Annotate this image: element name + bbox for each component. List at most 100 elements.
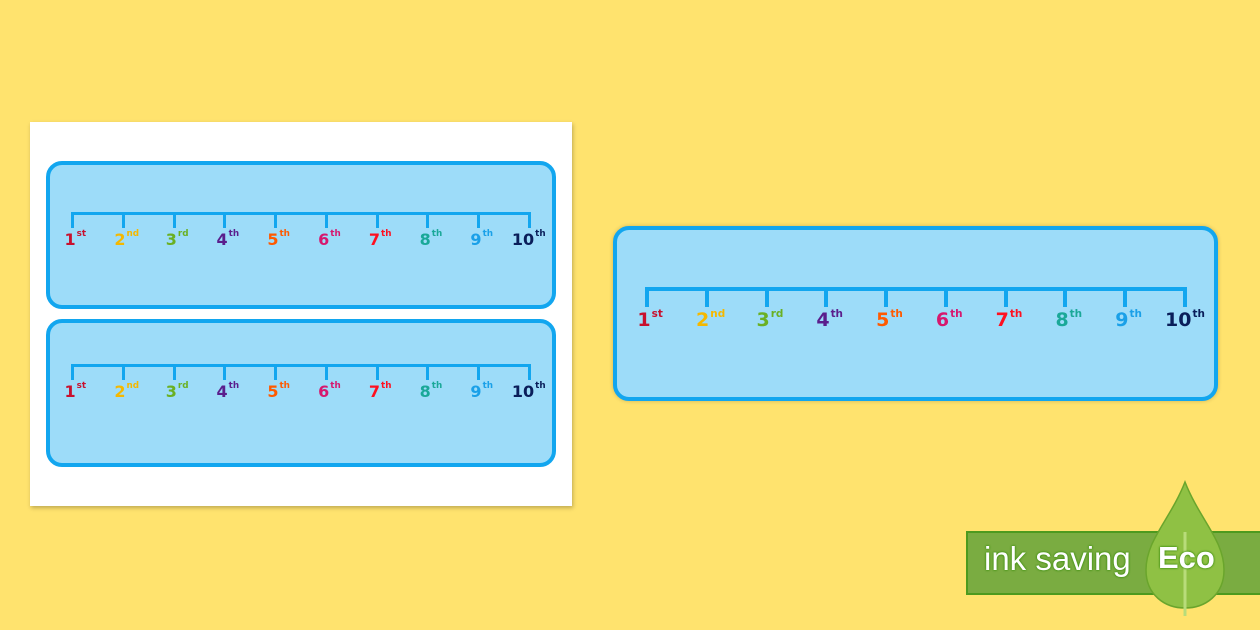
ordinal-number: 4 bbox=[216, 230, 228, 249]
ordinal-label-6: 6th bbox=[318, 381, 341, 401]
number-line-tick bbox=[375, 364, 379, 380]
number-line-tick bbox=[1003, 287, 1008, 307]
ordinal-number: 3 bbox=[165, 230, 177, 249]
number-line-tick bbox=[223, 212, 227, 228]
ordinal-number: 6 bbox=[935, 309, 950, 331]
ordinal-label-8: 8th bbox=[1055, 307, 1083, 331]
ordinal-suffix: th bbox=[1069, 307, 1083, 320]
leaf-icon bbox=[1145, 480, 1225, 616]
ordinal-suffix: th bbox=[330, 381, 341, 392]
ordinal-label-1: 1st bbox=[637, 307, 663, 331]
ordinal-suffix: th bbox=[228, 229, 240, 240]
ordinal-label-9: 9th bbox=[470, 381, 494, 401]
ink-saving-label: ink saving bbox=[984, 540, 1131, 577]
ordinal-suffix: th bbox=[890, 307, 903, 320]
ordinal-label-4: 4th bbox=[216, 381, 240, 401]
number-line-tick bbox=[528, 212, 531, 228]
ordinal-number: 3 bbox=[756, 309, 770, 331]
ordinal-label-6: 6th bbox=[935, 307, 963, 331]
ordinal-suffix: th bbox=[381, 229, 392, 240]
ordinal-label-7: 7th bbox=[368, 381, 392, 401]
ordinal-suffix: th bbox=[431, 381, 443, 392]
number-line-tick bbox=[477, 212, 481, 228]
ordinal-suffix: rd bbox=[177, 381, 189, 392]
number-line-tick bbox=[274, 212, 278, 228]
number-line-tick bbox=[884, 287, 889, 307]
ordinal-number: 2 bbox=[114, 230, 126, 249]
ordinal-number: 1 bbox=[637, 309, 651, 331]
ordinal-label-3: 3rd bbox=[165, 381, 189, 401]
ordinal-number: 5 bbox=[876, 309, 890, 331]
ordinal-number: 1 bbox=[64, 230, 76, 249]
ordinal-label-3: 3rd bbox=[165, 229, 189, 249]
ordinal-label-1: 1st bbox=[64, 229, 87, 249]
number-line-tick bbox=[477, 364, 481, 380]
ordinal-suffix: th bbox=[330, 229, 341, 240]
number-line-tick bbox=[704, 287, 709, 307]
ordinal-suffix: th bbox=[1192, 307, 1205, 320]
ordinal-label-8: 8th bbox=[419, 229, 443, 249]
ordinal-suffix: nd bbox=[710, 307, 726, 320]
number-line-tick bbox=[71, 364, 74, 380]
number-line-tick bbox=[1183, 287, 1187, 307]
ordinal-number: 8 bbox=[419, 230, 431, 249]
ordinal-label-8: 8th bbox=[419, 381, 443, 401]
ordinal-number: 9 bbox=[470, 230, 482, 249]
number-line-tick bbox=[375, 212, 379, 228]
ordinal-number: 6 bbox=[318, 382, 330, 401]
number-line-bar bbox=[645, 287, 1187, 291]
ordinal-suffix: th bbox=[279, 229, 290, 240]
ordinal-label-5: 5th bbox=[876, 307, 903, 331]
ordinal-number: 10 bbox=[1165, 309, 1192, 331]
ordinal-number: 8 bbox=[1055, 309, 1069, 331]
ordinal-suffix: st bbox=[651, 307, 663, 320]
number-line-tick bbox=[1063, 287, 1068, 307]
number-line-tick bbox=[645, 287, 649, 307]
number-line-tick bbox=[426, 364, 430, 380]
ordinal-suffix: th bbox=[1009, 307, 1023, 320]
ordinal-label-4: 4th bbox=[216, 229, 240, 249]
eco-label: Eco bbox=[1158, 540, 1215, 575]
ordinal-label-7: 7th bbox=[996, 307, 1023, 331]
ordinal-number: 7 bbox=[368, 382, 381, 401]
ordinal-number: 8 bbox=[419, 382, 431, 401]
ordinal-number: 1 bbox=[64, 382, 76, 401]
ordinal-number: 2 bbox=[114, 382, 126, 401]
ordinal-label-1: 1st bbox=[64, 381, 87, 401]
ordinal-label-4: 4th bbox=[816, 308, 843, 331]
ordinal-label-2: 2nd bbox=[114, 229, 139, 249]
ordinal-number: 9 bbox=[1115, 309, 1129, 331]
ordinal-suffix: th bbox=[381, 381, 392, 392]
number-line-tick bbox=[71, 212, 74, 228]
number-line-bar bbox=[71, 364, 531, 367]
ordinal-label-10: 10th bbox=[512, 381, 546, 401]
ordinal-label-2: 2nd bbox=[114, 381, 139, 401]
ordinal-label-10: 10th bbox=[511, 229, 546, 249]
ordinal-suffix: th bbox=[950, 307, 963, 320]
ordinal-label-3: 3rd bbox=[756, 307, 784, 331]
ordinal-label-9: 9th bbox=[470, 229, 494, 249]
ordinal-suffix: st bbox=[76, 381, 87, 392]
ordinal-suffix: th bbox=[228, 381, 240, 392]
ordinal-label-2: 2nd bbox=[696, 307, 726, 331]
ordinal-label-9: 9th bbox=[1115, 307, 1142, 331]
ordinal-number: 9 bbox=[470, 382, 482, 401]
ordinal-number: 4 bbox=[216, 382, 228, 401]
ordinal-suffix: st bbox=[76, 229, 87, 240]
number-line-tick bbox=[324, 364, 328, 380]
ordinal-suffix: th bbox=[535, 381, 546, 392]
ordinal-suffix: rd bbox=[770, 307, 784, 320]
ordinal-number: 10 bbox=[511, 230, 535, 249]
ordinal-suffix: th bbox=[482, 381, 494, 392]
ordinal-suffix: th bbox=[1129, 307, 1142, 320]
ordinal-label-5: 5th bbox=[267, 381, 290, 401]
number-line-tick bbox=[764, 287, 769, 307]
ordinal-number: 3 bbox=[165, 382, 177, 401]
number-line-tick bbox=[324, 212, 328, 228]
number-line-tick bbox=[1123, 287, 1128, 307]
number-line-tick bbox=[528, 364, 531, 380]
ordinal-suffix: th bbox=[482, 229, 494, 240]
